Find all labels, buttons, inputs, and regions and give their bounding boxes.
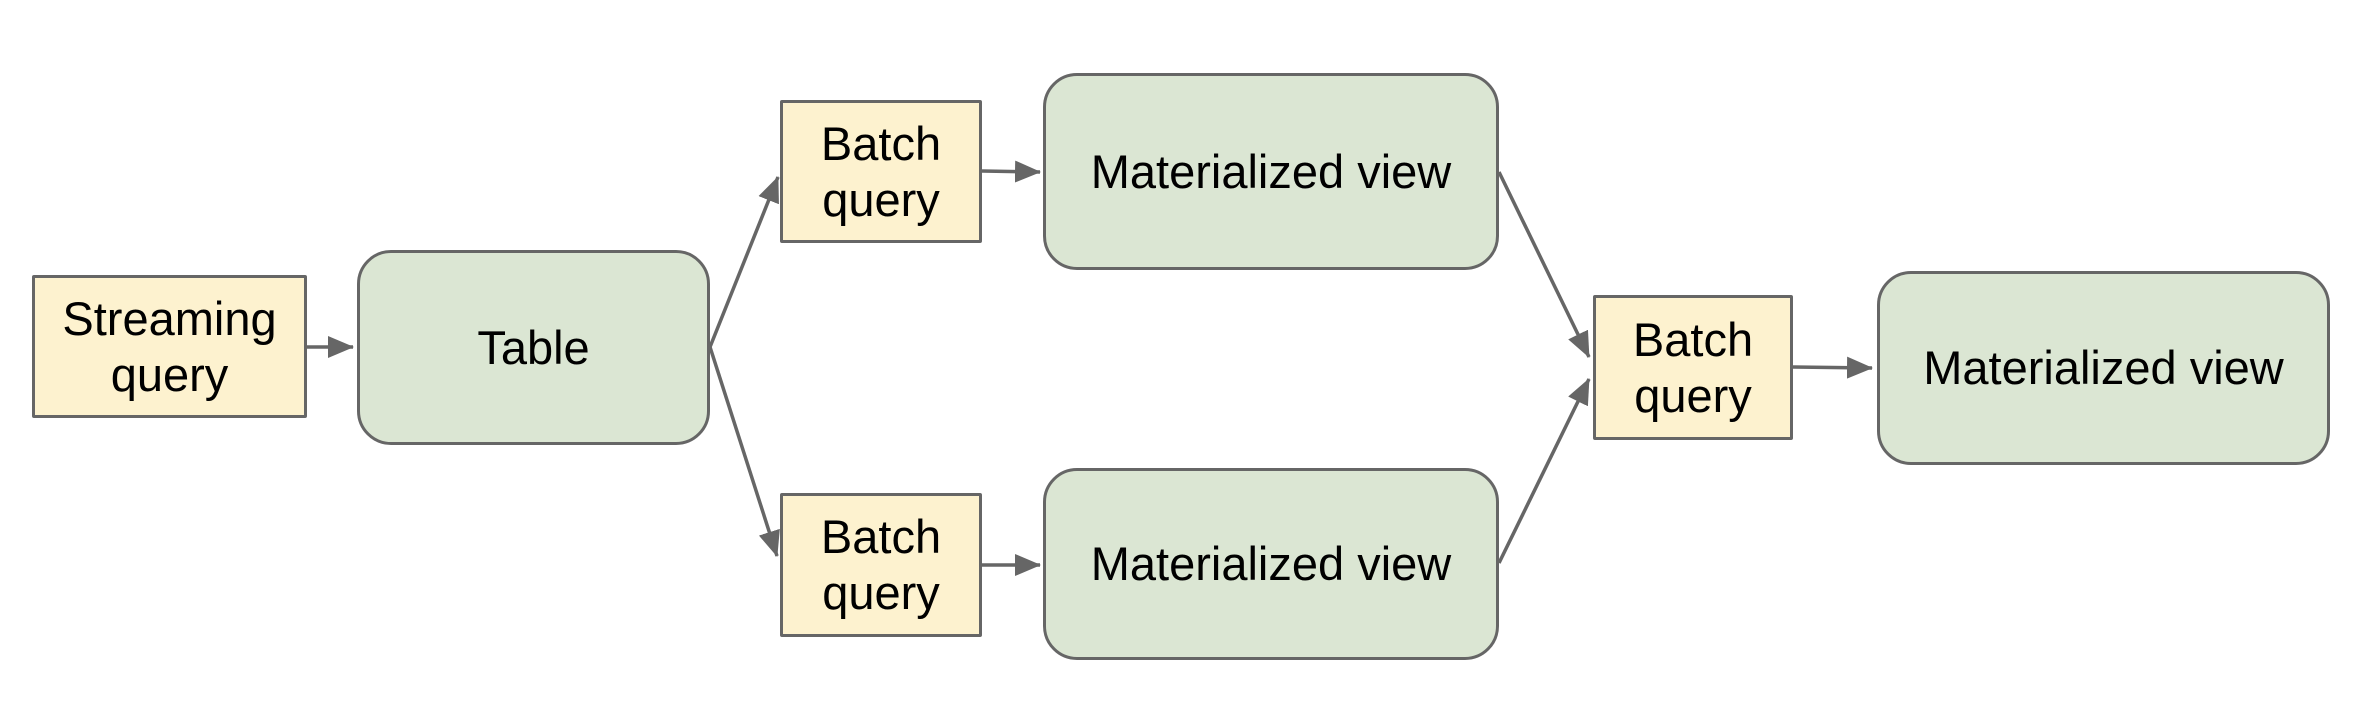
arrow-materialized-view-top-to-batch-query-merge xyxy=(1497,171,1591,358)
node-materialized-view-final: Materialized view xyxy=(1877,271,2330,465)
node-label-batch-query-merge: Batch query xyxy=(1632,312,1754,422)
node-batch-query-top: Batch query xyxy=(780,100,982,243)
node-label-table: Table xyxy=(477,320,590,374)
node-batch-query-merge: Batch query xyxy=(1593,295,1793,440)
node-materialized-view-bottom: Materialized view xyxy=(1043,468,1499,660)
arrow-materialized-view-bottom-to-batch-query-merge xyxy=(1497,378,1591,564)
arrow-table-to-batch-query-bottom xyxy=(708,346,780,557)
node-batch-query-bottom: Batch query xyxy=(780,493,982,637)
node-label-batch-query-bottom: Batch query xyxy=(820,510,942,619)
node-label-batch-query-top: Batch query xyxy=(820,116,942,226)
node-label-materialized-view-final: Materialized view xyxy=(1923,341,2284,394)
node-label-materialized-view-bottom: Materialized view xyxy=(1090,537,1452,590)
node-table: Table xyxy=(357,250,710,445)
node-label-streaming-query: Streaming query xyxy=(62,291,277,401)
node-materialized-view-top: Materialized view xyxy=(1043,73,1499,270)
arrow-table-to-batch-query-top xyxy=(708,176,780,348)
arrow-batch-query-merge-to-materialized-view-final xyxy=(1792,356,1873,379)
node-streaming-query: Streaming query xyxy=(32,275,307,418)
node-label-materialized-view-top: Materialized view xyxy=(1090,144,1452,198)
arrow-batch-query-top-to-materialized-view-top xyxy=(981,160,1041,183)
